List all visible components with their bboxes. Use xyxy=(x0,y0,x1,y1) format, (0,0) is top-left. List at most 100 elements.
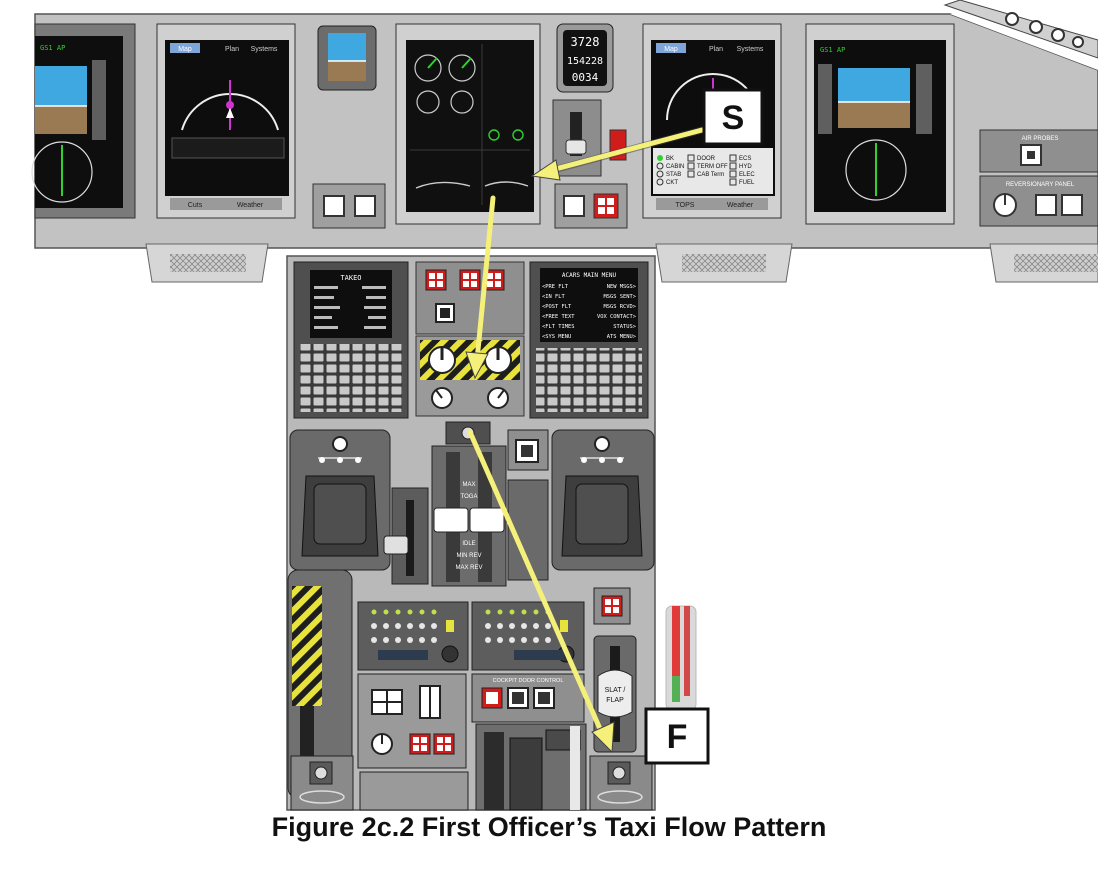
white-push-button[interactable] xyxy=(563,195,585,217)
mfd-left-tab-systems-label: Systems xyxy=(251,46,278,53)
engine-fire-panel xyxy=(415,261,525,335)
fgcp-left xyxy=(357,601,469,671)
flow-arrowhead-3 xyxy=(591,721,615,754)
mfd-check-6: TERM OFF xyxy=(697,164,728,170)
slat-flap-lever[interactable] xyxy=(597,669,633,718)
flap-label-1: SLAT / xyxy=(605,687,626,694)
clock-line-1: 3728 xyxy=(571,35,600,49)
captain-mcdu: TAKEO xyxy=(293,261,409,419)
speed-brake-lever[interactable] xyxy=(383,535,409,555)
mcdu-right-lsk-r5[interactable]: STATUS> xyxy=(613,324,636,330)
flow-arrow-3 xyxy=(467,429,607,741)
standby-clock: 3728 154228 0034 xyxy=(556,23,614,93)
detent-min-rev: MIN REV xyxy=(456,553,481,559)
figure-caption: Figure 2c.2 First Officer’s Taxi Flow Pa… xyxy=(271,812,827,842)
detent-max-rev: MAX REV xyxy=(455,565,482,571)
clock-line-3: 0034 xyxy=(572,71,599,84)
mfd-right-tab-map[interactable] xyxy=(656,43,686,53)
mfd-check-3: STAB xyxy=(666,172,681,178)
flap-label-2: FLAP xyxy=(606,697,624,704)
lower-pedestal-radios xyxy=(475,723,587,811)
mcdu-right-lsk-r6[interactable]: ATS MENU> xyxy=(607,334,637,340)
emergency-gear-handle xyxy=(287,569,353,799)
mcdu-right-header: ACARS MAIN MENU xyxy=(562,272,617,279)
speed-brake-panel xyxy=(383,487,429,585)
emergency-gear-lever[interactable] xyxy=(292,586,322,706)
lower-left-panel xyxy=(359,771,469,811)
flow-arrow-1 xyxy=(545,127,705,174)
svg-text:GS1 AP: GS1 AP xyxy=(820,46,845,54)
end-marker: F xyxy=(644,707,710,765)
thrust-lever-2[interactable] xyxy=(469,507,505,533)
parking-brake-panel xyxy=(507,429,549,581)
flow-path xyxy=(465,126,706,754)
mcdu-right-lsk-r2[interactable]: MSGS SENT> xyxy=(604,294,637,300)
mfd-check-5: DOOR xyxy=(697,156,716,162)
flow-arrow-2 xyxy=(474,195,496,363)
cockpit-door-panel: COCKPIT DOOR CONTROL xyxy=(471,673,585,723)
mfd-check-1: BK xyxy=(666,156,674,162)
mfd-right-bottom-tab-1: TOPS xyxy=(676,202,695,209)
left-push-button[interactable] xyxy=(323,195,345,217)
right-lower-switch-panel xyxy=(554,183,628,229)
reversionary-button-1[interactable] xyxy=(1035,194,1057,216)
mcdu-right-lsk-l1[interactable]: <PRE FLT xyxy=(542,284,569,290)
mfd-right-tab-systems-label: Systems xyxy=(737,46,764,53)
first-officer-side-console xyxy=(551,429,655,571)
captain-side-console xyxy=(289,429,391,571)
efis-knobs xyxy=(943,0,1098,59)
mfd-check-9: HYD xyxy=(739,164,752,170)
thrust-lever-quadrant: MAX TOGA IDLE MIN REV MAX REV xyxy=(431,445,507,587)
mcdu-right-lsk-l3[interactable]: <POST FLT xyxy=(542,304,572,310)
air-probes-label: AIR PROBES xyxy=(1022,136,1059,142)
svg-text:GS1 AP: GS1 AP xyxy=(40,44,65,52)
mfd-left-bottom-tab-2: Weather xyxy=(237,202,264,209)
mcdu-right-lsk-l4[interactable]: <FREE TEXT xyxy=(542,314,575,320)
engine-start-stop-panel xyxy=(415,335,525,417)
red-guarded-switch[interactable] xyxy=(593,193,619,219)
detent-toga: TOGA xyxy=(461,494,478,500)
captain-tiller-panel xyxy=(290,755,354,811)
knee-bolsters xyxy=(145,243,1098,283)
right-push-button[interactable] xyxy=(354,195,376,217)
mfd-check-8: ECS xyxy=(739,156,751,162)
mcdu-right-lsk-l6[interactable]: <SYS MENU xyxy=(542,334,571,340)
mfd-left-tab-map-label: Map xyxy=(178,46,192,53)
mcdu-right-lsk-r4[interactable]: VOX CONTACT> xyxy=(597,314,637,320)
cockpit-door-label: COCKPIT DOOR CONTROL xyxy=(493,678,564,684)
mfd-check-7: CAB Term xyxy=(697,172,724,178)
mcdu-left-title: TAKEO xyxy=(340,274,361,282)
cargo-fire-button xyxy=(593,587,631,625)
reversionary-panel: REVERSIONARY PANEL xyxy=(979,175,1098,227)
mfd-left-tab-map[interactable] xyxy=(170,43,200,53)
mfd-check-2: CABIN xyxy=(666,164,684,170)
mcdu-right-lsk-r1[interactable]: NEW MSGS> xyxy=(607,284,637,290)
mfd-right-tab-plan-label: Plan xyxy=(709,46,723,53)
first-officer-mcdu: ACARS MAIN MENU <PRE FLT <IN FLT <POST F… xyxy=(529,261,649,419)
clock-line-2: 154228 xyxy=(567,56,603,67)
detent-max: MAX xyxy=(462,482,475,488)
mfd-check-11: FUEL xyxy=(739,180,755,186)
mfd-check-10: ELEC xyxy=(739,172,755,178)
landing-gear-lever[interactable] xyxy=(565,139,587,155)
mcdu-right-lsk-l2[interactable]: <IN FLT xyxy=(542,294,565,300)
mcdu-right-lsk-r3[interactable]: MSGS RCVD> xyxy=(604,304,637,310)
detent-idle: IDLE xyxy=(462,541,475,547)
mfd-left-bottom-tab-1: Cuts xyxy=(188,202,203,209)
first-officer-tiller-panel xyxy=(589,755,653,811)
end-marker-label: F xyxy=(667,718,688,756)
first-officer-pfd: GS1 AP xyxy=(805,23,955,225)
captain-pfd: GS1 AP xyxy=(31,23,136,219)
reversionary-label: REVERSIONARY PANEL xyxy=(1006,182,1075,188)
start-marker: S xyxy=(702,88,764,146)
fire-extinguisher-bottle xyxy=(665,605,697,711)
fire-buttons[interactable] xyxy=(425,269,505,291)
mfd-right-bottom-tab-2: Weather xyxy=(727,202,754,209)
trim-panel xyxy=(357,673,467,769)
reversionary-button-2[interactable] xyxy=(1061,194,1083,216)
mfd-left-tab-plan-label: Plan xyxy=(225,46,239,53)
left-lower-switch-panel xyxy=(312,183,386,229)
mcdu-right-lsk-l5[interactable]: <FLT TIMES xyxy=(542,324,574,330)
mfd-right-tab-map-label: Map xyxy=(664,46,678,53)
thrust-lever-1[interactable] xyxy=(433,507,469,533)
